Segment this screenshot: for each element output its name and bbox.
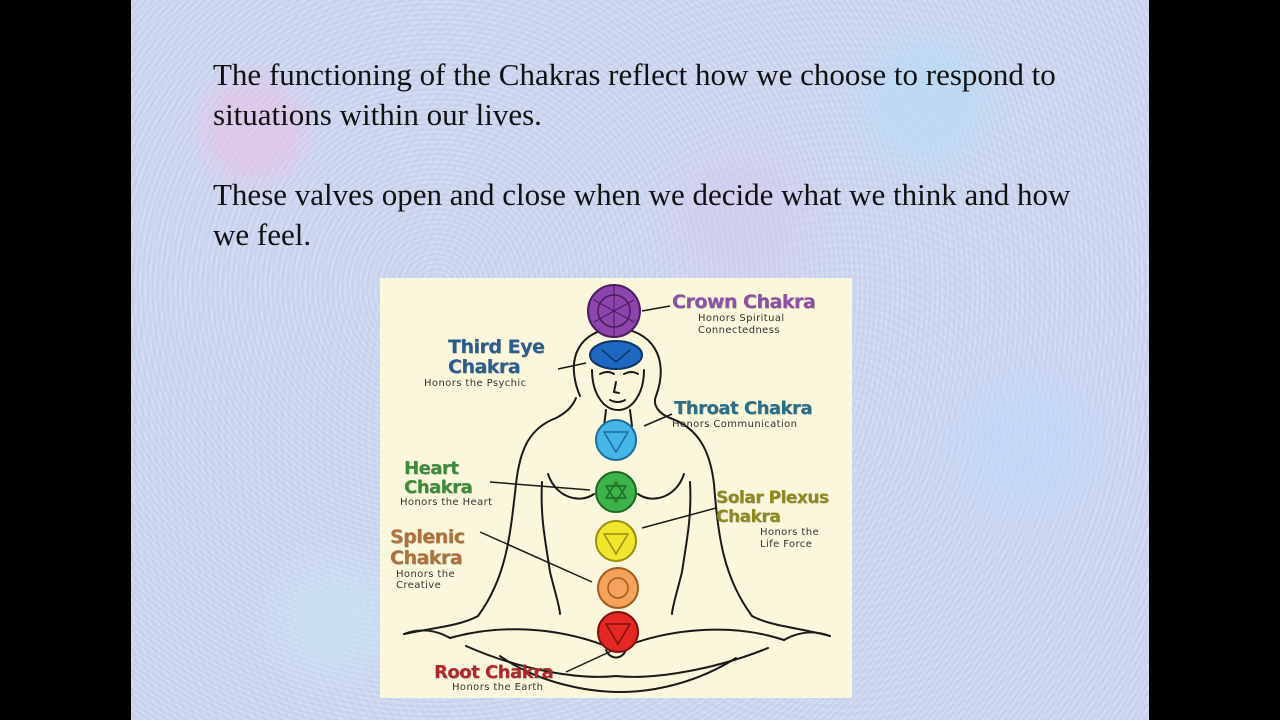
splenic-chakra-label-2: Chakra: [390, 547, 463, 569]
throat-chakra-desc: Honors Communication: [672, 419, 798, 430]
slide: The functioning of the Chakras reflect h…: [131, 0, 1149, 720]
crown-chakra-desc-2: Connectedness: [698, 325, 780, 336]
chakra-diagram: Crown Chakra Honors Spiritual Connectedn…: [380, 278, 852, 698]
root-chakra-desc: Honors the Earth: [452, 682, 544, 693]
root-chakra-icon: [597, 611, 639, 653]
heart-chakra-label-2: Chakra: [404, 477, 473, 498]
meditating-figure-illustration: [403, 284, 831, 693]
intro-paragraph: The functioning of the Chakras reflect h…: [213, 57, 1056, 132]
solar-plexus-chakra-label-1: Solar Plexus: [716, 488, 829, 508]
heart-chakra-icon: [595, 471, 637, 513]
throat-chakra-icon: [595, 419, 637, 461]
splenic-chakra-desc-1: Honors the: [396, 569, 456, 580]
throat-chakra-label: Throat Chakra: [674, 398, 813, 419]
third-eye-chakra-label-2: Chakra: [448, 356, 521, 378]
heart-chakra-label-1: Heart: [404, 458, 459, 479]
valves-paragraph: These valves open and close when we deci…: [213, 177, 1071, 252]
solar-plexus-chakra-label-2: Chakra: [716, 507, 781, 527]
third-eye-chakra-label-1: Third Eye: [448, 336, 545, 358]
heart-chakra-desc: Honors the Heart: [400, 497, 493, 508]
crown-chakra-icon: [587, 284, 641, 338]
splenic-chakra-icon: [597, 567, 639, 609]
splenic-chakra-label-1: Splenic: [390, 526, 465, 548]
solar-plexus-chakra-icon: [595, 520, 637, 562]
solar-plexus-chakra-desc-2: Life Force: [760, 539, 813, 550]
crown-chakra-label: Crown Chakra: [672, 291, 816, 313]
third-eye-chakra-desc: Honors the Psychic: [424, 378, 527, 389]
solar-plexus-chakra-desc-1: Honors the: [760, 527, 820, 538]
root-chakra-label: Root Chakra: [434, 662, 554, 683]
third-eye-chakra-icon: [589, 340, 643, 370]
splenic-chakra-desc-2: Creative: [396, 580, 442, 591]
crown-chakra-desc-1: Honors Spiritual: [698, 313, 785, 324]
